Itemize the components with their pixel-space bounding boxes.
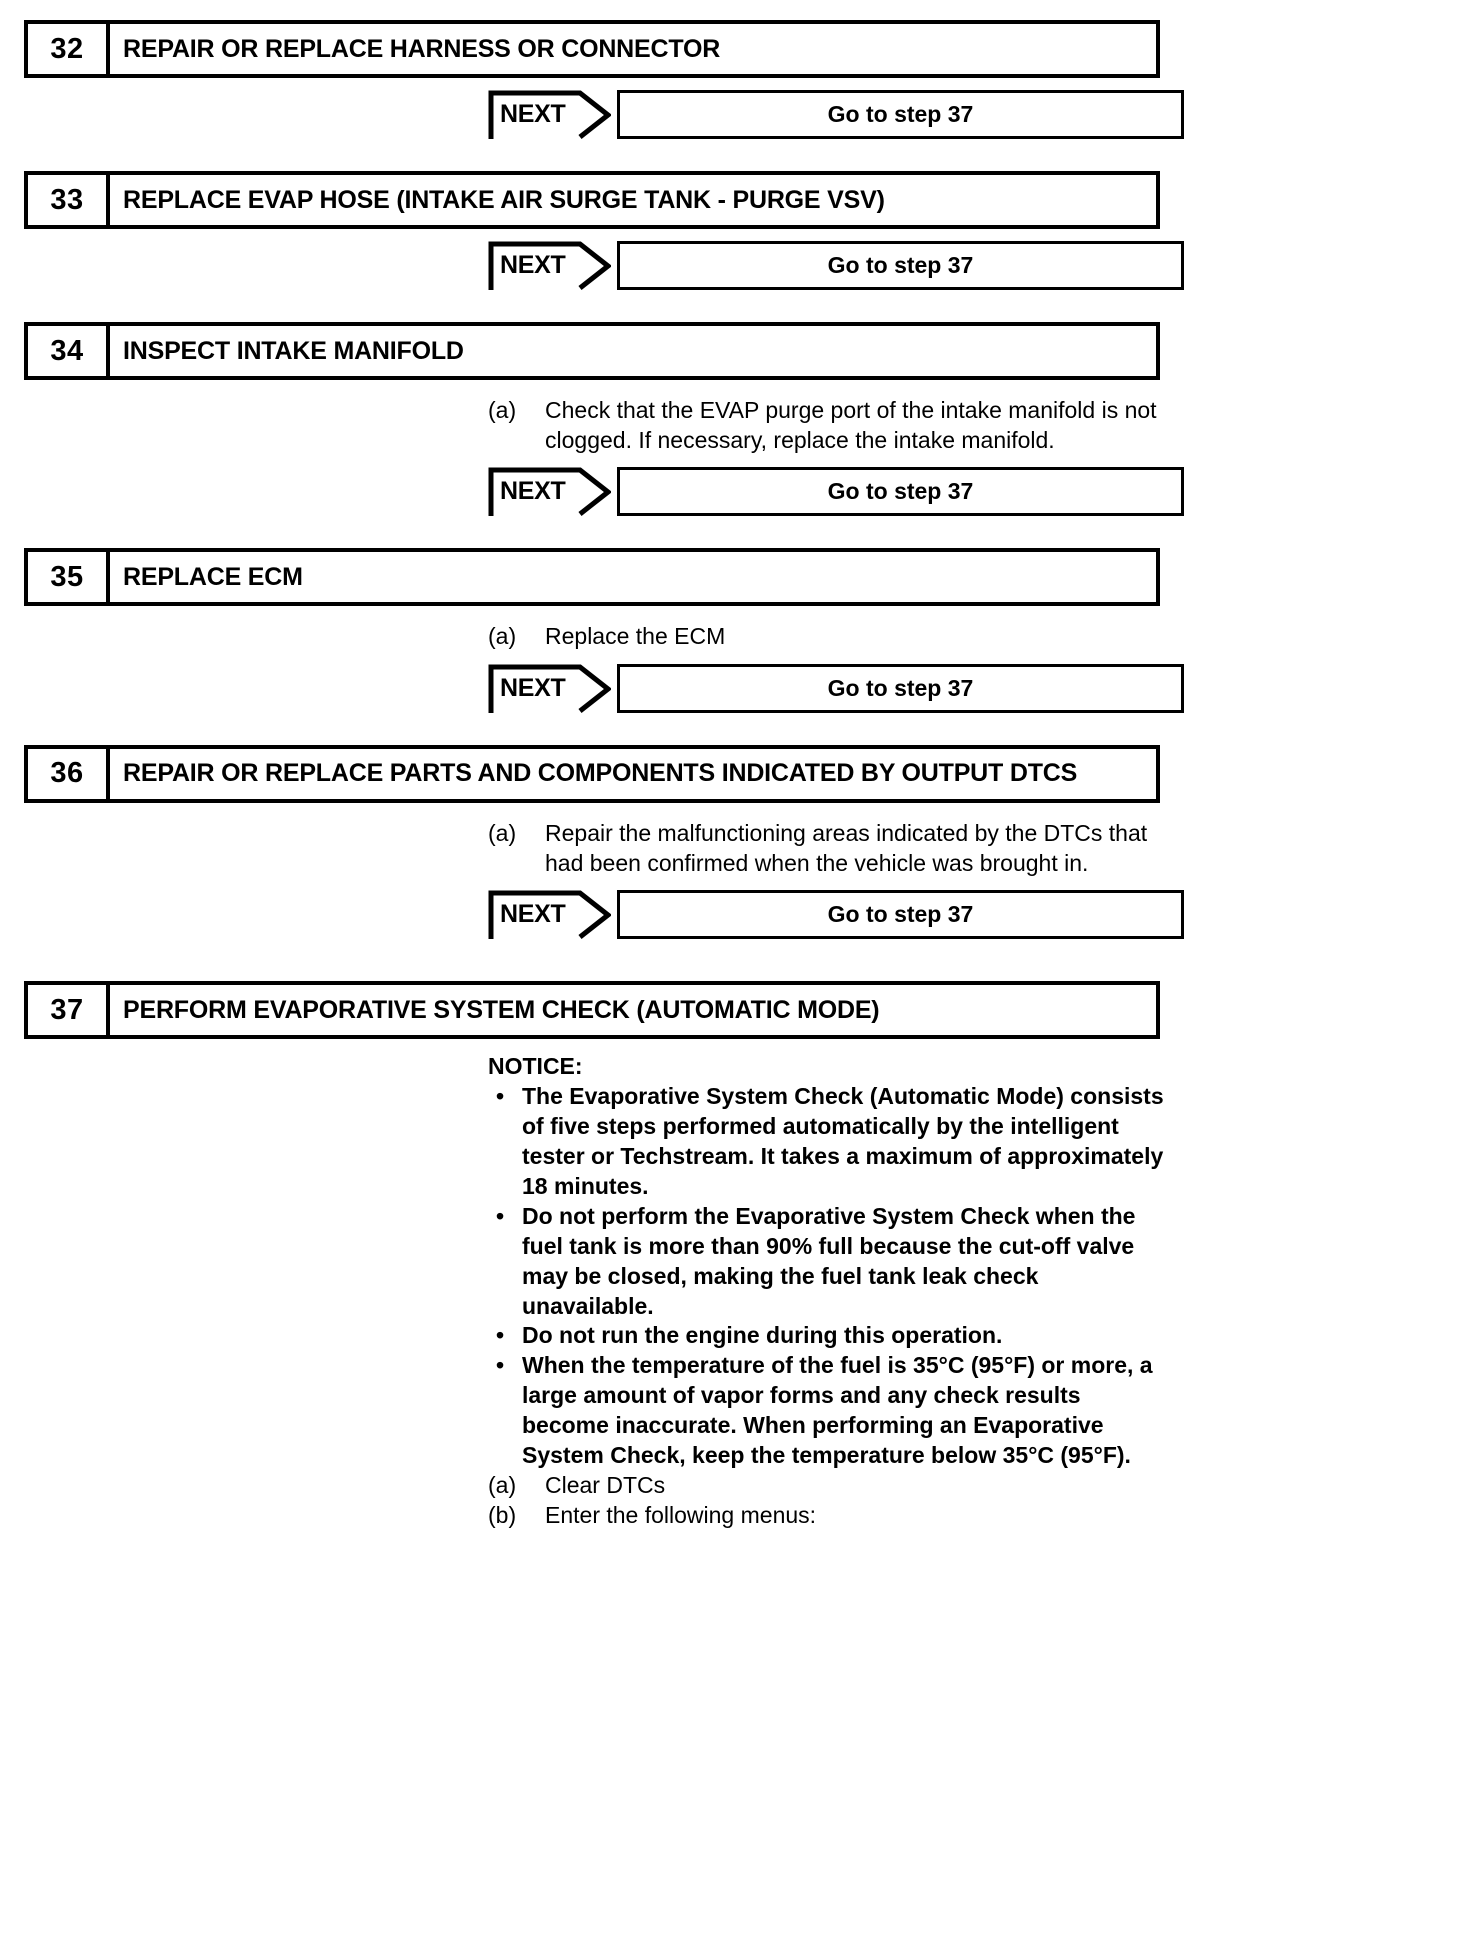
step-number-34: 34 [28, 326, 110, 376]
notice-heading: NOTICE: [488, 1053, 583, 1080]
next-label-32: NEXT [500, 100, 566, 128]
next-arrow-icon [488, 467, 611, 517]
step-header-33: 33 REPLACE EVAP HOSE (INTAKE AIR SURGE T… [24, 171, 1160, 229]
notice-bullet-list: • The Evaporative System Check (Automati… [488, 1082, 1204, 1471]
instruction-label: (a) [488, 1471, 517, 1498]
instruction-label: (a) [488, 397, 517, 423]
next-row-33[interactable]: NEXT Go to step 37 [488, 241, 1184, 290]
step-title-36: REPAIR OR REPLACE PARTS AND COMPONENTS I… [123, 759, 1078, 788]
spacer [24, 713, 1448, 745]
next-label-34: NEXT [500, 477, 566, 506]
next-label-36: NEXT [500, 900, 566, 929]
step-header-32: 32 REPAIR OR REPLACE HARNESS OR CONNECTO… [24, 20, 1160, 78]
spacer [24, 290, 1448, 322]
step-block-36: 36 REPAIR OR REPLACE PARTS AND COMPONENT… [24, 744, 1448, 940]
step-block-34: 34 INSPECT INTAKE MANIFOLD (a) Check tha… [24, 322, 1448, 517]
next-arrow-icon [488, 241, 611, 290]
step-title-34: INSPECT INTAKE MANIFOLD [123, 336, 464, 365]
step-title-37: PERFORM EVAPORATIVE SYSTEM CHECK (AUTOMA… [123, 995, 880, 1024]
next-arrow-icon [488, 664, 611, 713]
step-header-36: 36 REPAIR OR REPLACE PARTS AND COMPONENT… [24, 744, 1160, 803]
notice-bullet-item: • When the temperature of the fuel is 35… [488, 1351, 1204, 1471]
instruction-label: (a) [488, 623, 517, 650]
next-arrow-tag-36[interactable]: NEXT [488, 890, 611, 940]
next-arrow-icon [488, 890, 611, 940]
spacer [24, 139, 1448, 171]
step-title-32: REPAIR OR REPLACE HARNESS OR CONNECTOR [123, 34, 721, 63]
next-arrow-tag-35[interactable]: NEXT [488, 664, 611, 713]
spacer [24, 516, 1448, 548]
step-header-35: 35 REPLACE ECM [24, 548, 1160, 607]
instruction-text: Clear DTCs [545, 1471, 666, 1498]
next-label-33: NEXT [500, 251, 566, 279]
step-header-34: 34 INSPECT INTAKE MANIFOLD [24, 322, 1160, 380]
step-header-37: 37 PERFORM EVAPORATIVE SYSTEM CHECK (AUT… [24, 981, 1160, 1040]
notice-block: NOTICE: • The Evaporative System Check (… [24, 1039, 1204, 1530]
next-row-36[interactable]: NEXT Go to step 37 [488, 890, 1184, 940]
next-label-35: NEXT [500, 673, 566, 702]
instruction-text: Replace the ECM [545, 623, 726, 650]
step-body-35: (a) Replace the ECM [24, 606, 1184, 652]
instruction-text: Repair the malfunctioning areas indicate… [545, 819, 1148, 876]
bullet-glyph-icon: • [496, 1352, 505, 1379]
instruction-item: (b) Enter the following menus: [488, 1501, 1204, 1531]
step-number-35: 35 [28, 552, 110, 603]
instruction-item: (a) Repair the malfunctioning areas indi… [488, 819, 1184, 878]
step-body-36: (a) Repair the malfunctioning areas indi… [24, 803, 1184, 878]
instruction-label: (a) [488, 819, 517, 846]
step-block-35: 35 REPLACE ECM (a) Replace the ECM NEXT … [24, 548, 1448, 713]
spacer [24, 939, 1448, 981]
instruction-text: Enter the following menus: [545, 1501, 817, 1528]
notice-bullet-item: • Do not run the engine during this oper… [488, 1321, 1204, 1351]
next-row-32[interactable]: NEXT Go to step 37 [488, 90, 1184, 139]
notice-bullet-item: • The Evaporative System Check (Automati… [488, 1082, 1204, 1202]
step-block-33: 33 REPLACE EVAP HOSE (INTAKE AIR SURGE T… [24, 171, 1448, 290]
next-arrow-icon [488, 90, 611, 139]
step-number-36: 36 [28, 748, 110, 799]
next-arrow-tag-34[interactable]: NEXT [488, 467, 611, 517]
step-number-37: 37 [28, 985, 110, 1036]
step-number-33: 33 [28, 175, 110, 225]
next-target-35[interactable]: Go to step 37 [617, 663, 1184, 713]
step-block-32: 32 REPAIR OR REPLACE HARNESS OR CONNECTO… [24, 20, 1448, 139]
step-title-35: REPLACE ECM [123, 562, 303, 591]
notice-bullet-text: The Evaporative System Check (Automatic … [522, 1083, 1164, 1199]
next-arrow-tag-33[interactable]: NEXT [488, 241, 611, 290]
instruction-label: (b) [488, 1501, 517, 1528]
instruction-item: (a) Check that the EVAP purge port of th… [488, 396, 1184, 455]
step-block-37: 37 PERFORM EVAPORATIVE SYSTEM CHECK (AUT… [24, 981, 1448, 1530]
next-target-36[interactable]: Go to step 37 [617, 890, 1184, 940]
next-arrow-tag-32[interactable]: NEXT [488, 90, 611, 139]
notice-bullet-text: Do not perform the Evaporative System Ch… [522, 1202, 1136, 1319]
next-target-33[interactable]: Go to step 37 [617, 241, 1184, 290]
notice-bullet-item: • Do not perform the Evaporative System … [488, 1202, 1204, 1322]
step-title-33: REPLACE EVAP HOSE (INTAKE AIR SURGE TANK… [123, 185, 885, 214]
next-row-35[interactable]: NEXT Go to step 37 [488, 663, 1184, 713]
notice-bullet-text: Do not run the engine during this operat… [522, 1322, 1003, 1349]
bullet-glyph-icon: • [496, 1202, 505, 1229]
next-target-34[interactable]: Go to step 37 [617, 467, 1184, 517]
instruction-item: (a) Replace the ECM [488, 622, 1184, 652]
step-body-34: (a) Check that the EVAP purge port of th… [24, 380, 1184, 455]
next-row-34[interactable]: NEXT Go to step 37 [488, 467, 1184, 517]
notice-bullet-text: When the temperature of the fuel is 35°C… [522, 1352, 1153, 1468]
instruction-item: (a) Clear DTCs [488, 1471, 1204, 1501]
step-number-32: 32 [28, 24, 110, 74]
bullet-glyph-icon: • [496, 1322, 505, 1349]
next-target-32[interactable]: Go to step 37 [617, 90, 1184, 139]
bullet-glyph-icon: • [496, 1083, 505, 1110]
instruction-text: Check that the EVAP purge port of the in… [545, 397, 1157, 453]
